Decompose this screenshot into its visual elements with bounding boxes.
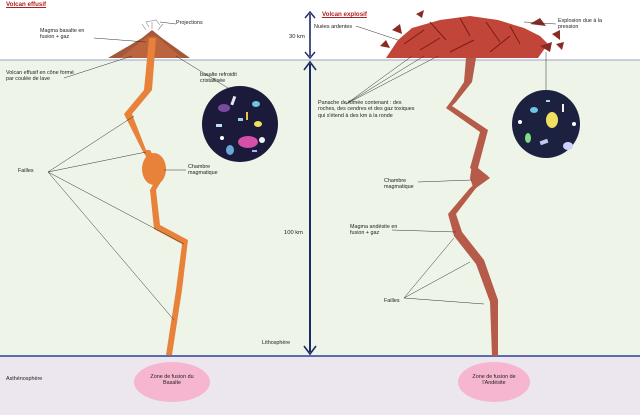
- basalt-fusion-label: Zone de fusion du Basalte: [150, 374, 194, 387]
- faults-right-pointers: [403, 237, 485, 305]
- scale-top-label: 30 km: [289, 34, 305, 40]
- scale-arrow-main-down: [303, 345, 317, 356]
- andesite-magma-chamber: [470, 164, 488, 190]
- explosion-pointer: [523, 21, 557, 25]
- chamber-right-pointer: [417, 179, 473, 183]
- plume-label: Panache de fumée contenant : des roches,…: [318, 100, 415, 119]
- basalt-fusion-zone: [134, 362, 210, 402]
- andesite-crystals: [518, 100, 576, 150]
- explosion-cloud: [380, 10, 564, 58]
- andesite-magma-pointer: [391, 229, 457, 233]
- explosive-title: Volcan explosif: [322, 11, 367, 18]
- faults-right-label: Failles: [384, 298, 400, 304]
- scale-main-label: 100 km: [284, 230, 304, 236]
- nuees-label: Nuées ardentes: [314, 24, 353, 30]
- andesite-fusion-label: Zone de fusion de l'Andésite: [472, 374, 516, 387]
- projections-marks: [141, 19, 164, 31]
- basalt-conduit: [124, 38, 188, 355]
- andesite-conduit: [446, 58, 498, 356]
- asthenosphere-layer: [0, 356, 640, 415]
- effusive-cone-pointer: [63, 55, 133, 79]
- plume-pointers: [345, 55, 439, 105]
- scale-arrow-top-up: [304, 10, 316, 19]
- lithosphere-label: Lithosphère: [262, 340, 291, 346]
- cooled-basalt-label: basalte refroidit cristallisée: [200, 72, 237, 85]
- effusive-cone-label: Volcan effusif en cône formé par coulée …: [6, 70, 74, 83]
- projections-pointer: [159, 21, 177, 25]
- basalt-magma-label: Magma basalte en fusion + gaz: [40, 28, 85, 41]
- andesite-fusion-zone: [458, 362, 530, 402]
- scale-arrow-main-up: [303, 60, 317, 71]
- effusive-title: Volcan effusif: [6, 1, 47, 8]
- basalt-zoom-circle: [202, 86, 278, 162]
- nuees-pointer: [355, 25, 399, 41]
- basalt-magma-chamber: [142, 153, 166, 185]
- chamber-right-label: Chambre magmatique: [384, 178, 414, 191]
- basalt-magma-pointer: [93, 37, 147, 43]
- basalt-crystals: [216, 95, 265, 155]
- projections-label: Projections: [176, 20, 203, 26]
- scale-arrow-top-down: [304, 51, 316, 60]
- explosion-label: Explosion due à la pression: [558, 18, 603, 31]
- cooled-basalt-pointer: [175, 55, 229, 89]
- chamber-left-label: Chambre magmatique: [188, 164, 218, 177]
- faults-left-pointers: [47, 115, 185, 321]
- asthenosphere-label: Asthénosphère: [6, 376, 43, 382]
- faults-left-label: Failles: [18, 168, 34, 174]
- andesite-magma-label: Magma andésite en fusion + gaz: [350, 224, 398, 237]
